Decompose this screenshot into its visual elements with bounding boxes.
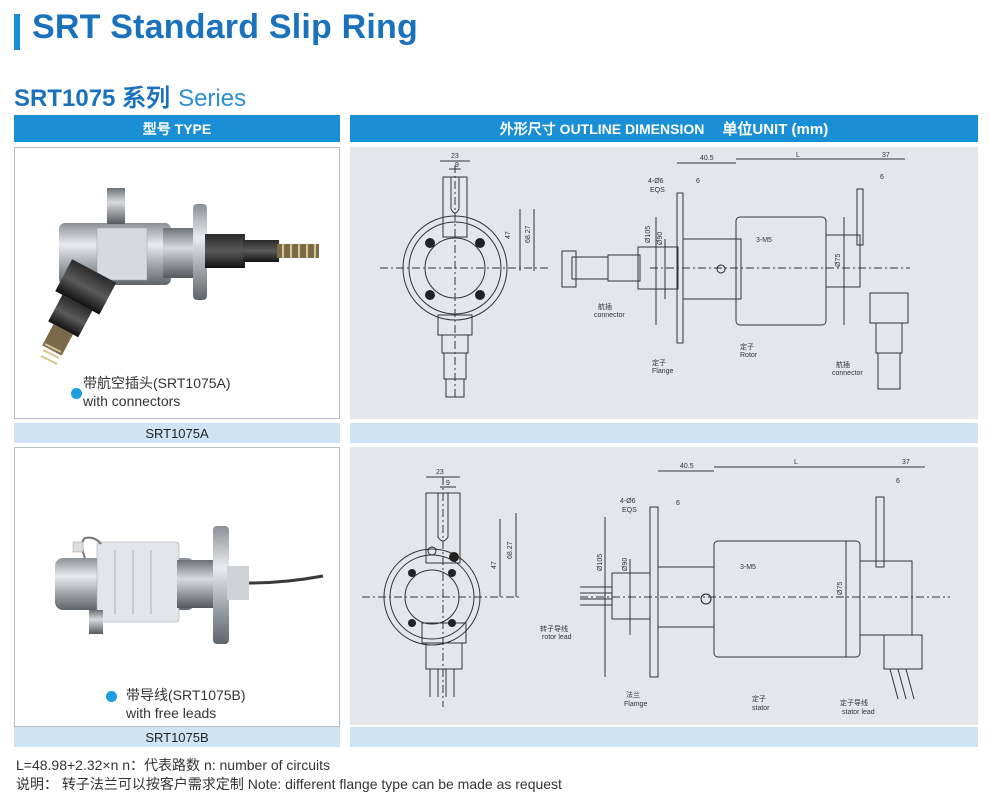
- type-header-label: 型号 TYPE: [142, 120, 212, 137]
- bullet-dot-a: [71, 388, 82, 399]
- dim-a-holes: 4-Ø6: [648, 178, 664, 185]
- label-a-conn2-en: connector: [832, 370, 863, 377]
- dim-a-L: L: [796, 152, 800, 159]
- dim-b-405: 40.5: [680, 463, 694, 470]
- outline-header-label: 外形尺寸 OUTLINE DIMENSION: [499, 120, 705, 137]
- dim-a-23: 23: [451, 153, 459, 160]
- dim-b-6827: 68.27: [507, 541, 514, 559]
- remark-note: 说明： 转子法兰可以按客户需求定制 Note: different flange…: [16, 776, 562, 792]
- label-a-flange-en: Flange: [652, 368, 674, 375]
- label-a-conn-zh: 航插: [598, 302, 612, 311]
- outline-drawing-b: 23 9 47 68.27 40.5 L 37 6 6 4-Ø6 EQS Ø10…: [362, 459, 950, 716]
- outline-drawing-a: 23 9 47 68.27 40.5 L 37 6 6 4-Ø6 EQS Ø10…: [380, 152, 910, 398]
- label-b-flange-zh: 法兰: [626, 690, 640, 699]
- page-title: SRT Standard Slip Ring: [32, 8, 418, 46]
- dim-a-9: 9: [455, 162, 459, 169]
- dim-b-37: 37: [902, 459, 910, 466]
- dim-b-47: 47: [491, 561, 498, 569]
- label-a-rotor-zh: 定子: [740, 342, 754, 351]
- bullet-dot-b: [106, 691, 117, 702]
- unit-header-label: 单位UNIT (mm): [722, 121, 829, 138]
- label-b-stator-lead-zh: 定子导线: [840, 698, 868, 707]
- feature-a-en: with connectors: [83, 393, 181, 409]
- series-word: Series: [178, 85, 247, 112]
- label-a-conn2-zh: 航插: [836, 360, 850, 369]
- dim-a-37: 37: [882, 152, 890, 159]
- label-a-conn-en: connector: [594, 312, 625, 319]
- model-strip-b-right: [350, 727, 978, 747]
- label-b-stator-zh: 定子: [752, 694, 766, 703]
- product-photo-a: [40, 188, 319, 365]
- feature-a-zh: 带航空插头(SRT1075A): [83, 375, 231, 391]
- series-heading: SRT1075 系列 Series: [14, 78, 246, 113]
- feature-b: 带导线(SRT1075B) with free leads: [126, 686, 246, 722]
- feature-a: 带航空插头(SRT1075A) with connectors: [83, 374, 231, 410]
- dim-b-L: L: [794, 459, 798, 466]
- label-b-rotor-lead-en: rotor lead: [542, 634, 572, 641]
- model-label-b: SRT1075B: [145, 729, 209, 745]
- model-label-a: SRT1075A: [145, 425, 209, 441]
- outline-column-header: 外形尺寸 OUTLINE DIMENSION 单位UNIT (mm): [350, 115, 978, 142]
- title-accent-bar: [14, 14, 20, 50]
- dim-b-75: Ø75: [837, 582, 844, 595]
- dim-a-eqs: EQS: [650, 187, 665, 194]
- label-b-stator-en: stator: [752, 705, 770, 712]
- dim-a-m5: 3-M5: [756, 237, 772, 244]
- dim-b-eqs: EQS: [622, 507, 637, 514]
- label-b-flange-en: Flamge: [624, 701, 647, 708]
- dim-b-m5: 3-M5: [740, 564, 756, 571]
- dim-a-6b: 6: [880, 174, 884, 181]
- dim-b-90: Ø90: [622, 558, 629, 571]
- label-a-rotor-en: Rotor: [740, 352, 758, 359]
- feature-b-en: with free leads: [126, 705, 217, 721]
- product-panel-b: 带导线(SRT1075B) with free leads: [14, 447, 340, 727]
- dim-a-6827: 68.27: [525, 225, 532, 243]
- dim-a-105: Ø105: [645, 226, 652, 243]
- dim-a-90: Ø90: [657, 232, 664, 245]
- formula-note: L=48.98+2.32×n n：代表路数 n: number of circu…: [16, 757, 330, 773]
- model-strip-a: SRT1075A: [14, 423, 340, 443]
- product-photo-b: [55, 526, 324, 644]
- dim-b-6b: 6: [896, 478, 900, 485]
- dim-b-holes: 4-Ø6: [620, 498, 636, 505]
- dim-a-6a: 6: [696, 178, 700, 185]
- label-a-flange-zh: 定子: [652, 358, 666, 367]
- type-column-header: 型号 TYPE: [14, 115, 340, 142]
- dim-b-105: Ø105: [597, 554, 604, 571]
- label-b-stator-lead-en: stator lead: [842, 709, 875, 716]
- feature-b-zh: 带导线(SRT1075B): [126, 687, 246, 703]
- dim-b-23: 23: [436, 469, 444, 476]
- dim-b-9: 9: [446, 480, 450, 487]
- model-strip-b: SRT1075B: [14, 727, 340, 747]
- dim-a-47: 47: [505, 231, 512, 239]
- model-strip-a-right: [350, 423, 978, 443]
- series-code: SRT1075 系列: [14, 85, 171, 112]
- label-b-rotor-lead-zh: 转子导线: [540, 624, 568, 633]
- dim-b-6a: 6: [676, 500, 680, 507]
- dim-a-405: 40.5: [700, 155, 714, 162]
- product-panel-a: 带航空插头(SRT1075A) with connectors: [14, 147, 340, 419]
- dim-a-75: Ø75: [835, 254, 842, 267]
